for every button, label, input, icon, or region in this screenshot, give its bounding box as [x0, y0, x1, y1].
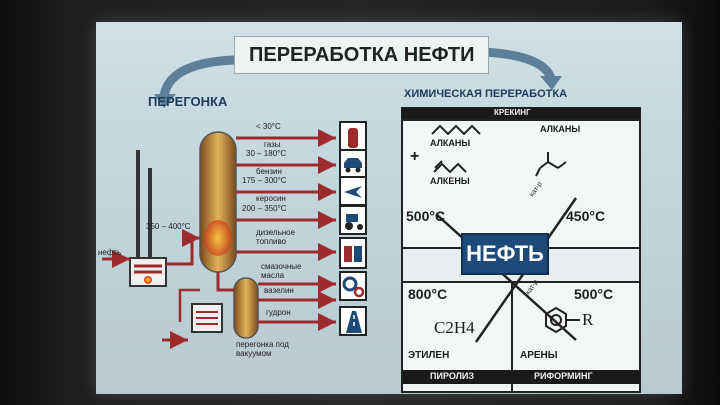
branched-alkane [535, 152, 567, 177]
cross-line [435, 213, 577, 341]
pyrolysis-bar [402, 370, 512, 384]
benzene-ring [545, 306, 580, 334]
tractor-icon [339, 205, 367, 235]
pyrolysis-label: ПИРОЛИЗ [430, 371, 475, 381]
page-title: ПЕРЕРАБОТКА НЕФТИ [234, 36, 490, 74]
alkanes-right-label: АЛКАНЫ [540, 124, 581, 134]
reforming-label: РИФОРМИНГ [534, 371, 593, 381]
arenes-label: АРЕНЫ [520, 350, 558, 361]
fraction-temp: 30 – 180°C [246, 149, 287, 158]
cracking-temp-right: 450°C [566, 208, 606, 224]
fraction-temp: 175 – 300°C [242, 176, 287, 185]
reforming-bar [512, 370, 640, 384]
lubricants-label: смазочные масла [261, 262, 302, 280]
fraction-temp: < 30°C [256, 122, 281, 131]
plus-sign: + [410, 148, 420, 165]
ethylene-label: ЭТИЛЕН [408, 350, 450, 361]
center-label: НЕФТЬ [466, 241, 544, 266]
fraction-temp: 200 – 350°C [242, 204, 287, 213]
vacuum-column [233, 277, 259, 339]
vacuum-label: перегонка под вакуумом [236, 340, 289, 358]
fraction-name: бензин [256, 167, 282, 176]
vaseline-label: вазелин [264, 286, 294, 295]
alkene-zigzag [433, 162, 467, 174]
reforming-temp: 500°C [574, 286, 614, 302]
alkenes-label: АЛКЕНЫ [430, 176, 470, 186]
gas-cylinder-icon [339, 121, 367, 153]
cracking-box [401, 119, 641, 249]
chemical-header: ХИМИЧЕСКАЯ ПЕРЕРАБОТКА [404, 88, 568, 100]
road-icon [339, 306, 367, 336]
alkanes-label: АЛКАНЫ [430, 138, 471, 148]
gears-icon [339, 271, 367, 301]
fraction-name: керосин [256, 194, 286, 203]
furnace-temp: 350 – 400°C [146, 222, 191, 231]
projection-screen: ПЕРЕРАБОТКА НЕФТИ ПЕРЕГОНКА нефть 350 – … [96, 22, 682, 394]
center-box [461, 233, 549, 275]
cracking-label: КРЕКИНГ [494, 108, 531, 117]
pyrolysis-temp: 800°C [408, 286, 448, 302]
diesel-label: дизельное топливо [256, 228, 296, 246]
ethylene-formula: C2H4 [434, 318, 475, 337]
cracking-temp-left: 500°C [406, 208, 446, 224]
cracking-bar [402, 108, 640, 120]
tar-label: гудрон [266, 308, 291, 317]
diagram-graphics [102, 47, 641, 393]
airplane-icon [339, 176, 367, 206]
feed-label: нефть [98, 248, 122, 257]
oil-canisters-icon [339, 237, 367, 269]
chimney [136, 150, 140, 260]
arenes-r: R [582, 310, 594, 329]
car-icon [339, 149, 367, 179]
distillation-header: ПЕРЕГОНКА [148, 94, 228, 109]
fraction-name: газы [264, 140, 281, 149]
left-curved-arrow [159, 55, 235, 98]
right-curved-arrow [481, 47, 556, 80]
alkane-zigzag [431, 124, 481, 136]
